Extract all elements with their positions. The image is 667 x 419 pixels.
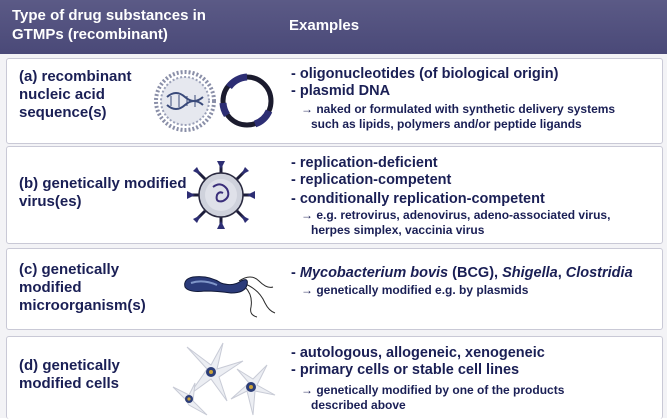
table-row-d: (d) genetically modified cells - autolog… bbox=[6, 336, 663, 419]
header-type-column: Type of drug substances in GTMPs (recomb… bbox=[12, 6, 252, 44]
virus-icon bbox=[187, 161, 255, 229]
row-b-example-3: - conditionally replication-competent bbox=[291, 191, 545, 207]
row-b-example-1: - replication-deficient bbox=[291, 155, 438, 171]
row-d-note-1: → genetically modified by one of the pro… bbox=[301, 383, 565, 397]
header-examples-column: Examples bbox=[289, 17, 360, 34]
table-row-c: (c) genetically modified microorganism(s… bbox=[6, 248, 663, 330]
row-a-note-2: such as lipids, polymers and/or peptide … bbox=[311, 117, 582, 131]
header-type-line2: GTMPs (recombinant) bbox=[12, 26, 168, 43]
liposome-icon bbox=[154, 70, 216, 132]
table-row-a: (a) recombinant nucleic acid sequence(s)… bbox=[6, 58, 663, 144]
row-c-organism-2: Shigella bbox=[502, 265, 558, 281]
bacterium-icon bbox=[184, 276, 276, 318]
row-c-label: (c) genetically modified microorganism(s… bbox=[19, 261, 146, 314]
row-d-label: (d) genetically modified cells bbox=[19, 357, 120, 392]
row-a-note-1: → naked or formulated with synthetic del… bbox=[301, 102, 616, 116]
row-c-note-1: → genetically modified e.g. by plasmids bbox=[301, 283, 529, 297]
row-c-examples: - Mycobacterium bovis (BCG), Shigella, C… bbox=[291, 265, 633, 298]
row-c-organism-3: Clostridia bbox=[565, 265, 633, 281]
row-d-example-1: - autologous, allogeneic, xenogeneic bbox=[291, 345, 545, 361]
row-a-example-1: - oligonucleotides (of biological origin… bbox=[291, 66, 559, 82]
table-row-b: (b) genetically modified virus(es) bbox=[6, 146, 663, 244]
row-a-label: (a) recombinant nucleic acid sequence(s) bbox=[19, 68, 132, 121]
row-a-examples: - oligonucleotides (of biological origin… bbox=[291, 66, 615, 132]
row-b-label: (b) genetically modified virus(es) bbox=[19, 175, 187, 210]
row-b-note-2: herpes simplex, vaccinia virus bbox=[311, 223, 485, 237]
row-a-example-2: - plasmid DNA bbox=[291, 83, 391, 99]
header-type-line1: Type of drug substances in bbox=[12, 7, 206, 24]
row-b-examples: - replication-deficient - replication-co… bbox=[291, 155, 610, 238]
plasmid-icon bbox=[219, 73, 274, 128]
cells-icon bbox=[172, 342, 276, 416]
row-d-example-2: - primary cells or stable cell lines bbox=[291, 362, 520, 378]
row-b-note-1: → e.g. retrovirus, adenovirus, adeno-ass… bbox=[301, 208, 611, 222]
row-d-note-2: described above bbox=[311, 398, 406, 412]
row-c-organism-1: Mycobacterium bovis bbox=[299, 265, 449, 281]
table-header: Type of drug substances in GTMPs (recomb… bbox=[0, 0, 667, 54]
row-c-example-1: - Mycobacterium bovis (BCG), Shigella, C… bbox=[291, 265, 633, 281]
row-b-example-2: - replication-competent bbox=[291, 172, 452, 188]
row-d-examples: - autologous, allogeneic, xenogeneic - p… bbox=[291, 345, 564, 413]
